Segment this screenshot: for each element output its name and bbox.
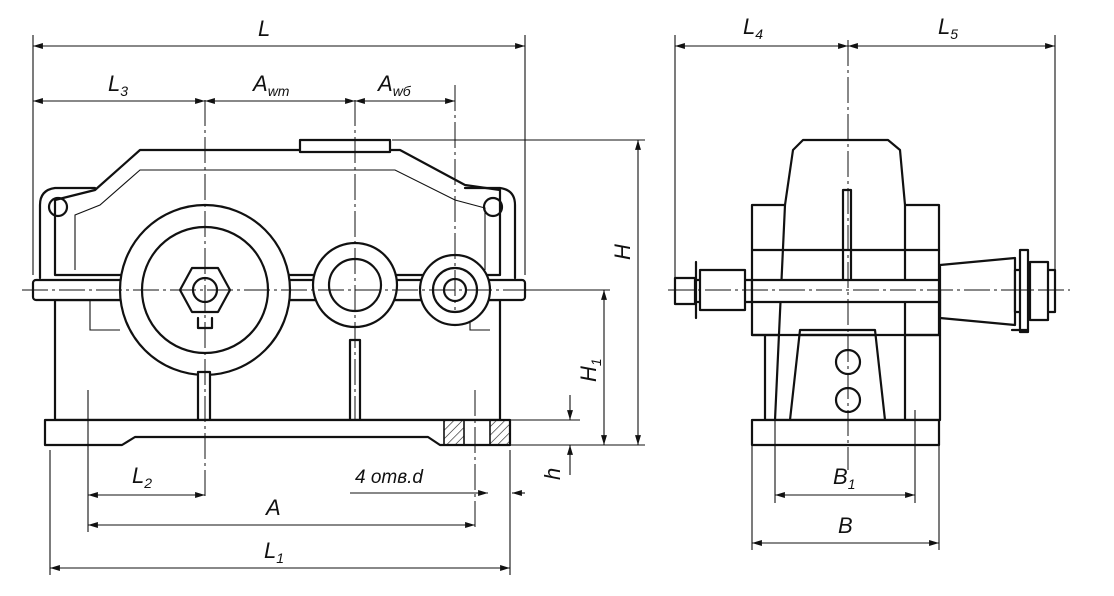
label-L: L [258, 16, 270, 41]
side-dimensions [674, 35, 1056, 550]
right-ear-hole [482, 196, 504, 218]
side-view [668, 40, 1070, 470]
label-H: H [610, 244, 635, 260]
front-view [22, 85, 545, 530]
label-H1: H1 [576, 358, 604, 382]
label-holes: 4 отв.d [355, 467, 424, 488]
base-plate [43, 418, 512, 447]
left-ear-hole [47, 196, 69, 218]
right-shaft-taper [938, 256, 1017, 327]
label-L3: L3 [108, 71, 128, 99]
side-vent [841, 188, 853, 292]
label-B: B [838, 513, 853, 538]
left-shaft-nut [673, 276, 697, 306]
cover-inner-line [74, 169, 486, 270]
right-ear [463, 186, 517, 280]
label-h: h [540, 468, 565, 480]
right-shaft-nut [1028, 260, 1050, 322]
right-shaft-washer [1018, 248, 1030, 334]
hole-section-right [489, 419, 511, 446]
inspection-cover [298, 138, 392, 154]
labels: L L3 Awт Awб H H1 h L2 4 отв.d A L1 L4 L… [108, 14, 958, 566]
label-L4: L4 [743, 14, 763, 42]
label-L1: L1 [264, 538, 284, 566]
hole-section-left [443, 419, 465, 446]
side-base-plate [750, 418, 941, 447]
side-split-band [750, 278, 941, 304]
left-ear [38, 186, 97, 280]
label-A: A [264, 495, 281, 520]
label-B1: B1 [833, 464, 855, 492]
label-L5: L5 [938, 14, 958, 42]
front-dimensions [32, 35, 645, 575]
rib-left [196, 370, 212, 422]
label-Awt: Awт [251, 71, 290, 99]
label-Awb: Awб [376, 71, 412, 99]
label-L2: L2 [132, 463, 152, 491]
